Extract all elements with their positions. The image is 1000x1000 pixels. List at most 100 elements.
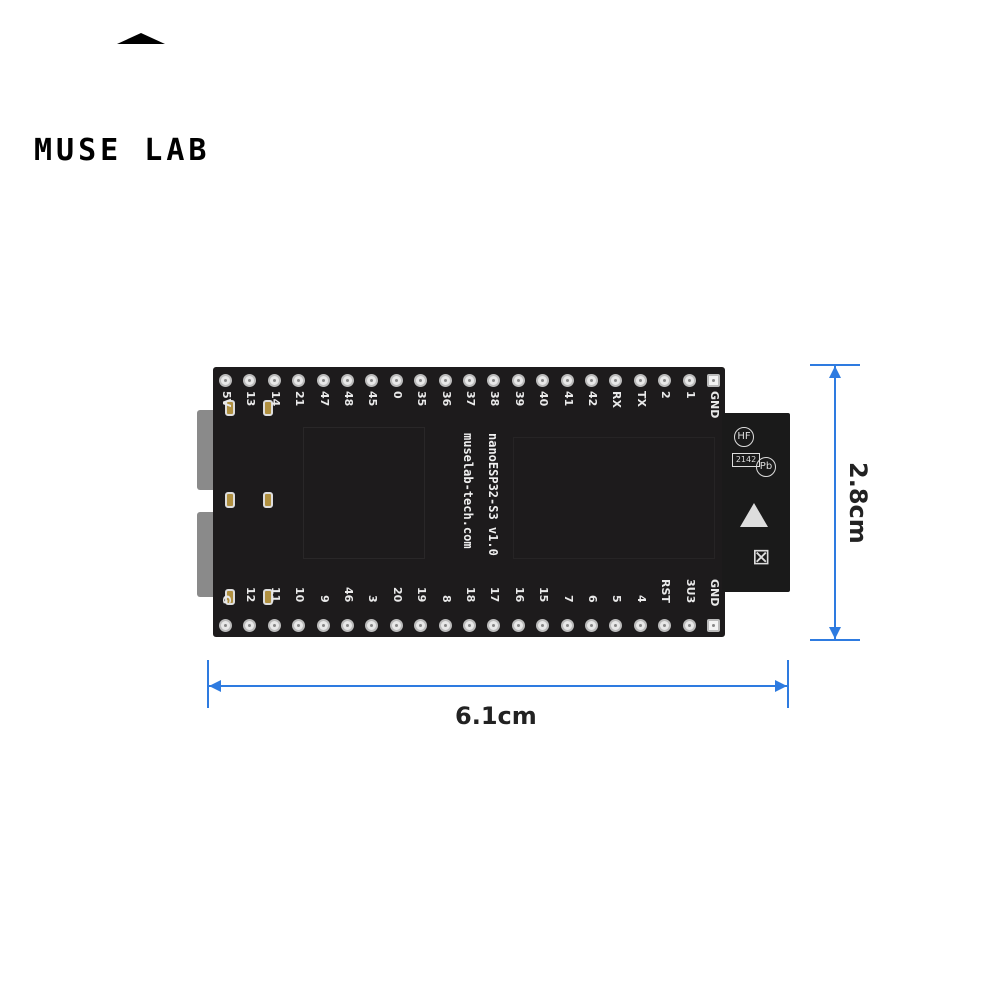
header-pin — [658, 619, 672, 632]
header-pin — [438, 374, 452, 387]
header-pin — [316, 374, 330, 387]
usb-port-2 — [197, 512, 217, 597]
solder-jumper — [225, 492, 235, 508]
header-pin — [536, 374, 550, 387]
pin-label: 21 — [293, 391, 307, 407]
header-pin — [536, 619, 550, 632]
header-pin — [487, 619, 501, 632]
header-pin — [365, 374, 379, 387]
pin-label: 46 — [342, 587, 355, 603]
arrow-down-icon — [829, 627, 841, 639]
header-pin — [707, 374, 720, 387]
pin-label: GND — [708, 579, 721, 607]
pin-label: RST — [659, 579, 673, 603]
board-name: nanoESP32-S3 v1.0 — [486, 433, 500, 556]
header-pin — [682, 374, 696, 387]
header-pin — [609, 619, 623, 632]
logo-caret-icon — [117, 33, 165, 44]
header-pin — [414, 374, 428, 387]
header-pin — [267, 374, 281, 387]
pin-label: 45 — [366, 391, 380, 407]
header-pin — [267, 619, 281, 632]
pin-label: 13 — [244, 391, 258, 407]
pin-label: 5 — [610, 595, 624, 603]
brand-logo: MUSE LAB — [34, 133, 211, 168]
header-pin — [560, 374, 574, 387]
antenna-module: HF 2142 Pb ⊠ — [722, 413, 790, 592]
header-pin — [219, 374, 232, 387]
board-website: muselab-tech.com — [461, 433, 475, 549]
header-pin — [414, 619, 428, 632]
trace — [303, 427, 425, 559]
header-pin — [487, 374, 501, 387]
pin-label: 16 — [512, 587, 526, 603]
solder-jumper — [225, 400, 235, 416]
header-pin — [316, 619, 330, 632]
header-pin — [511, 619, 525, 632]
header-pin — [341, 374, 354, 387]
solder-jumper — [225, 589, 235, 605]
pin-label: 3 — [366, 595, 380, 603]
usb-port-1 — [197, 410, 217, 490]
header-pin — [389, 374, 403, 387]
arrow-left-icon — [209, 680, 221, 692]
pin-label: 15 — [537, 587, 551, 603]
pin-label: 7 — [561, 595, 575, 603]
pin-label: 48 — [342, 391, 355, 407]
header-pin — [707, 619, 720, 632]
pin-label: 0 — [390, 391, 404, 399]
header-pin — [438, 619, 452, 632]
header-pin — [585, 374, 598, 387]
header-pin — [292, 619, 306, 632]
pin-label: 11 — [268, 587, 282, 603]
pin-label: 39 — [512, 391, 526, 407]
header-pin — [658, 374, 672, 387]
header-pin — [463, 619, 476, 632]
width-dimension-line — [209, 685, 787, 687]
width-dimension-tick-left — [207, 660, 209, 708]
pin-label: 18 — [464, 587, 477, 603]
pin-label: 47 — [317, 391, 331, 407]
pin-label: G — [220, 595, 233, 605]
pin-label: 36 — [439, 391, 453, 407]
pin-label: 8 — [439, 595, 453, 603]
header-pin — [463, 374, 476, 387]
header-pin — [633, 619, 647, 632]
height-dimension-tick-top — [810, 364, 860, 366]
pin-label: 4 — [634, 595, 648, 603]
pin-label: 14 — [268, 391, 282, 407]
pin-label: 2 — [659, 391, 673, 399]
pin-label: 12 — [244, 587, 258, 603]
header-pin — [585, 619, 598, 632]
pin-label: 3U3 — [683, 579, 697, 604]
pin-label: 37 — [464, 391, 477, 407]
arrow-up-icon — [829, 366, 841, 378]
solder-jumper — [263, 400, 273, 416]
header-pin — [365, 619, 379, 632]
pin-label: 1 — [683, 391, 697, 399]
header-pin — [243, 374, 257, 387]
pin-label: 38 — [488, 391, 502, 407]
lead-free-mark: Pb — [756, 457, 776, 477]
pin-label: 41 — [561, 391, 575, 407]
pin-label: 19 — [415, 587, 429, 603]
arrow-right-icon — [775, 680, 787, 692]
pin-label: 20 — [390, 587, 404, 603]
pin-label: 40 — [537, 391, 551, 407]
header-pin — [341, 619, 354, 632]
header-pin — [560, 619, 574, 632]
pin-label: 42 — [586, 391, 599, 407]
header-pin — [219, 619, 232, 632]
height-dimension-line — [834, 366, 836, 639]
weee-bin-icon: ⊠ — [752, 545, 771, 570]
esd-warning-icon — [740, 503, 768, 527]
header-pin — [682, 619, 696, 632]
header-pin — [292, 374, 306, 387]
pin-label: 9 — [317, 595, 331, 603]
width-label: 6.1cm — [455, 702, 537, 730]
pin-label: 35 — [415, 391, 429, 407]
height-dimension-tick-bottom — [810, 639, 860, 641]
pin-label: RX — [610, 391, 624, 408]
trace — [513, 437, 715, 559]
